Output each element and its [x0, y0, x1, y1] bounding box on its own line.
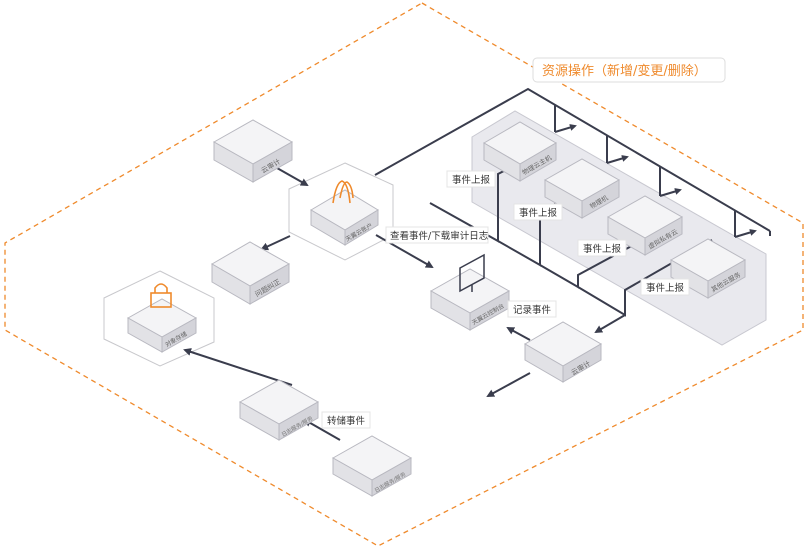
label-event-report-4: 事件上报	[640, 278, 690, 296]
cloud-audit-box-top: 云审计	[212, 119, 294, 183]
label-view-download: 查看事件/下载审计日志	[385, 226, 489, 244]
monitor-icon	[459, 253, 485, 293]
svg-text:事件上报: 事件上报	[452, 174, 491, 186]
resource-operation-callout: 资源操作（新增/变更/删除）	[532, 57, 726, 83]
svg-text:记录事件: 记录事件	[513, 304, 552, 316]
users-icon	[332, 180, 354, 204]
svg-text:事件上报: 事件上报	[519, 207, 558, 219]
svg-text:事件上报: 事件上报	[646, 282, 685, 294]
diagram-title: 资源操作（新增/变更/删除）	[542, 63, 707, 79]
label-event-report-3: 事件上报	[577, 239, 627, 257]
physical-host-box: 物理云主机	[483, 121, 557, 182]
flow-arrows	[183, 167, 531, 441]
label-forward-event: 转储事件	[321, 411, 371, 429]
object-storage-box: 对象存储	[126, 283, 198, 353]
log-service-box-2: 日志服务/服务	[331, 435, 413, 497]
label-event-report-1: 事件上报	[446, 170, 496, 188]
svg-text:查看事件/下载审计日志: 查看事件/下载审计日志	[390, 230, 488, 242]
lock-icon	[150, 283, 172, 308]
label-record-event: 记录事件	[507, 300, 557, 318]
svg-text:转储事件: 转储事件	[327, 415, 366, 427]
cloud-console-box: 天翼云控制台	[429, 253, 511, 331]
label-event-report-2: 事件上报	[513, 203, 563, 221]
log-service-box-1: 日志服务/服务	[238, 379, 320, 441]
boundary-dashed-outline	[4, 2, 804, 547]
cloud-audit-box-bottom: 云审计	[524, 321, 602, 383]
distribution-lines	[374, 87, 771, 238]
vpc-box: 虚拟私有云	[606, 195, 684, 256]
svg-text:事件上报: 事件上报	[583, 243, 622, 255]
problem-fix-box: 问题纠正	[211, 241, 291, 305]
